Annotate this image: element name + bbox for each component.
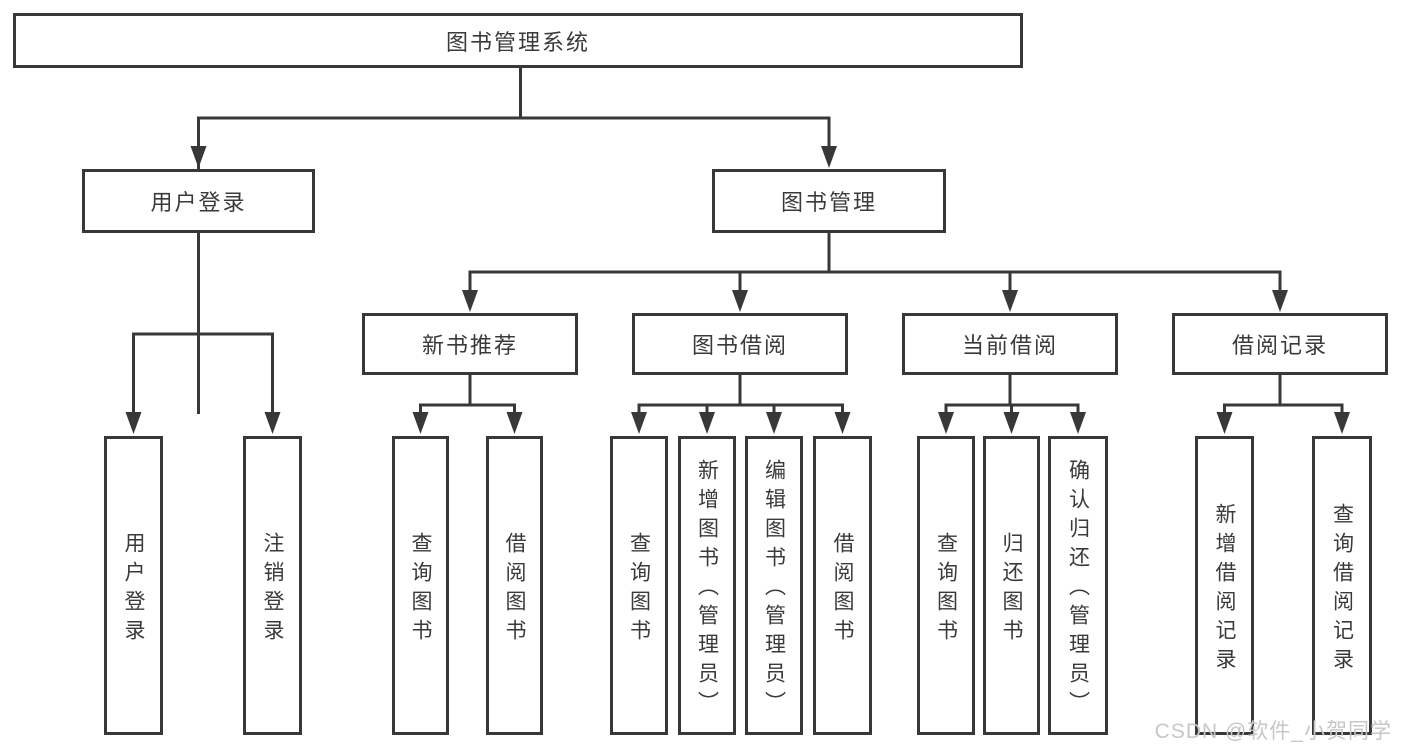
node-leaf-add-book-label: 新增图书（管理员） <box>695 459 719 720</box>
node-leaf-borrow-books-1: 借阅图书 <box>486 436 543 735</box>
node-leaf-query-borrow-record: 查询借阅记录 <box>1312 436 1372 735</box>
node-new-book-recommend-label: 新书推荐 <box>421 333 518 358</box>
node-leaf-borrow-books-1-label: 借阅图书 <box>503 531 526 648</box>
node-leaf-query-books-1-label: 查询图书 <box>409 531 432 648</box>
node-leaf-add-borrow-record: 新增借阅记录 <box>1195 436 1254 735</box>
connector-borrowing-records <box>1223 375 1344 416</box>
node-leaf-add-book: 新增图书（管理员） <box>678 436 736 735</box>
node-borrowing-records-label: 借阅记录 <box>1231 333 1328 358</box>
node-leaf-user-login-label: 用户登录 <box>122 531 145 648</box>
node-borrowing-records: 借阅记录 <box>1172 313 1388 375</box>
node-leaf-edit-book-label: 编辑图书（管理员） <box>762 459 786 720</box>
node-leaf-return-book: 归还图书 <box>983 436 1040 735</box>
node-leaf-borrow-books-2-label: 借阅图书 <box>831 531 854 648</box>
node-leaf-edit-book: 编辑图书（管理员） <box>745 436 803 735</box>
node-leaf-query-books-3-label: 查询图书 <box>934 531 958 648</box>
node-leaf-logout-label: 注销登录 <box>261 531 284 648</box>
connector-user-login <box>132 233 274 416</box>
connector-book-management <box>468 233 1282 294</box>
csdn-watermark: CSDN @软件_小贺同学 <box>1154 720 1392 743</box>
arrowheads <box>125 146 1350 434</box>
node-root: 图书管理系统 <box>13 13 1023 68</box>
node-leaf-confirm-return-label: 确认归还（管理员） <box>1066 459 1090 720</box>
connector-new-book-recommend <box>419 375 516 416</box>
node-leaf-add-borrow-record-label: 新增借阅记录 <box>1213 502 1236 677</box>
node-leaf-logout: 注销登录 <box>243 436 302 735</box>
node-root-label: 图书管理系统 <box>445 29 590 55</box>
node-user-login-label: 用户登录 <box>150 190 247 215</box>
node-book-borrowing-label: 图书借阅 <box>691 333 788 358</box>
node-leaf-user-login: 用户登录 <box>104 436 163 735</box>
node-leaf-borrow-books-2: 借阅图书 <box>813 436 872 735</box>
node-new-book-recommend: 新书推荐 <box>362 313 578 375</box>
node-user-login: 用户登录 <box>82 169 315 233</box>
node-leaf-query-books-2-label: 查询图书 <box>627 531 651 648</box>
node-leaf-query-books-1: 查询图书 <box>392 436 449 735</box>
node-leaf-confirm-return: 确认归还（管理员） <box>1048 436 1108 735</box>
connector-current-borrowing <box>944 375 1080 416</box>
node-book-borrowing: 图书借阅 <box>632 313 848 375</box>
node-leaf-query-books-3: 查询图书 <box>917 436 975 735</box>
node-book-management-label: 图书管理 <box>780 190 877 215</box>
node-current-borrowing: 当前借阅 <box>902 313 1118 375</box>
node-leaf-query-books-2: 查询图书 <box>610 436 668 735</box>
node-leaf-query-borrow-record-label: 查询借阅记录 <box>1330 502 1354 677</box>
node-leaf-return-book-label: 归还图书 <box>1000 531 1023 648</box>
node-book-management: 图书管理 <box>712 169 946 233</box>
node-current-borrowing-label: 当前借阅 <box>961 333 1058 358</box>
connector-book-borrowing <box>637 375 844 416</box>
